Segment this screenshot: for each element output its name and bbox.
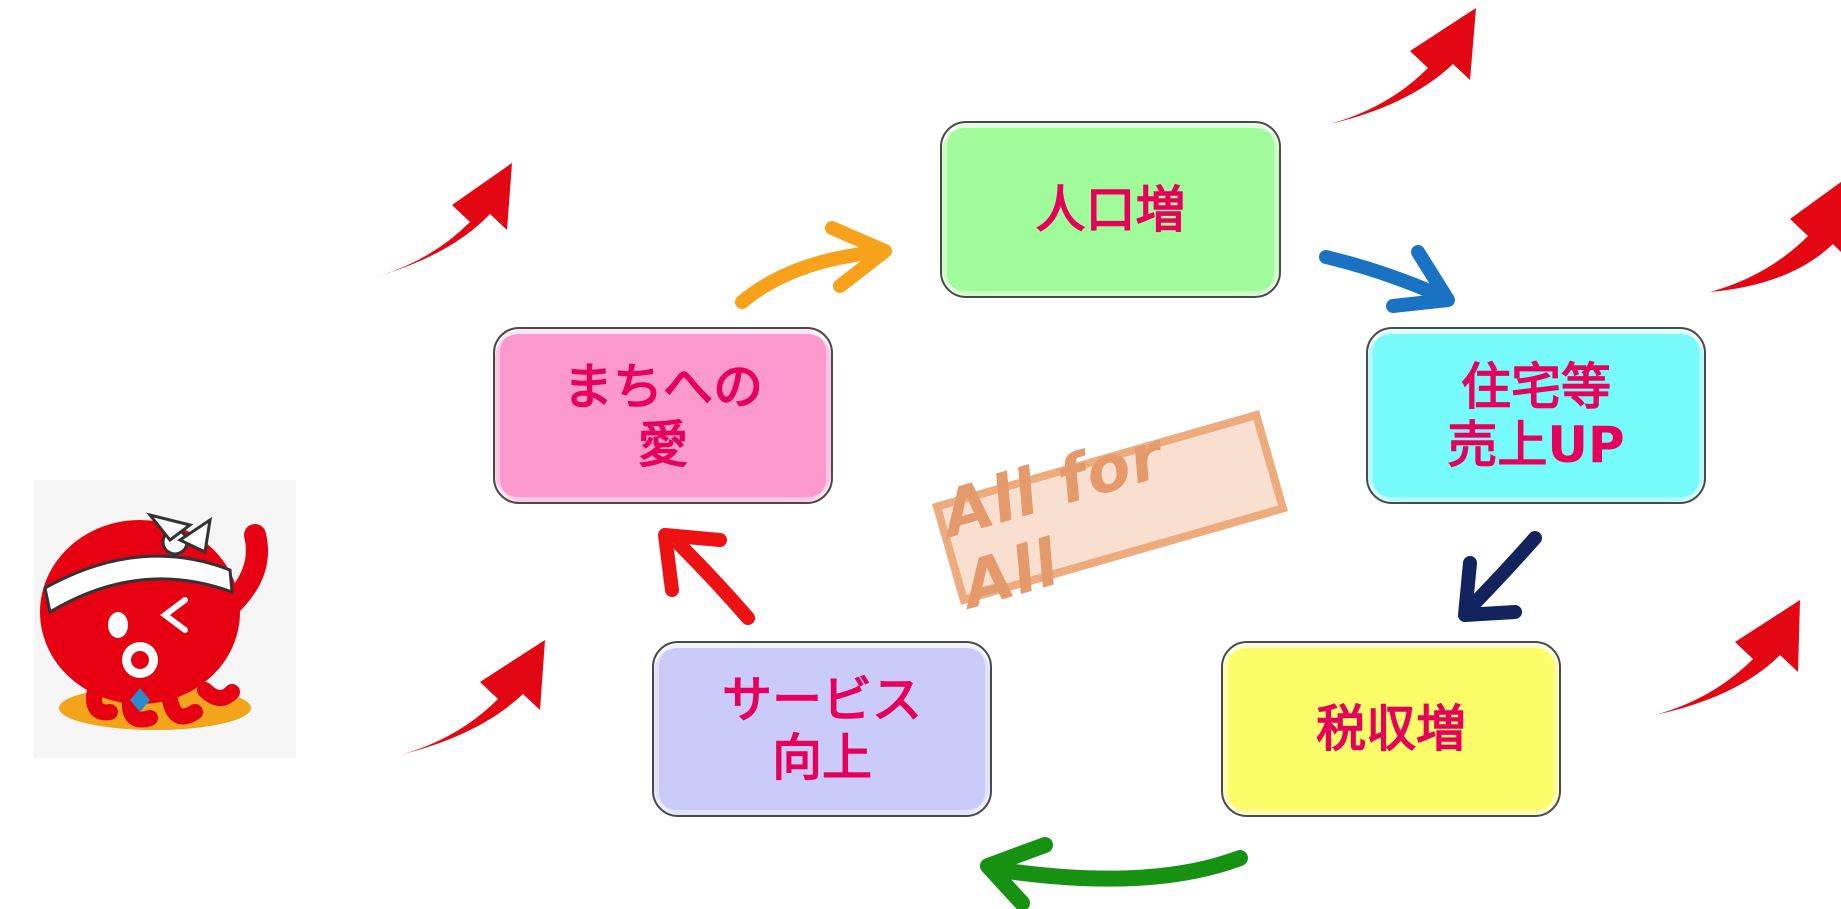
growth-arrow-icon: [1710, 182, 1841, 292]
growth-arrow-icon: [1330, 8, 1476, 124]
node-population: 人口増: [940, 121, 1281, 298]
octopus-mascot-icon: [34, 480, 296, 758]
arrow-service-to-love-head: [658, 528, 727, 597]
arrow-housing-to-tax: [1463, 531, 1542, 615]
growth-arrow-icon: [400, 640, 545, 755]
arrow-love-to-population-head: [825, 221, 892, 293]
arrow-population-to-housing: [1319, 250, 1439, 299]
arrow-tax-to-service: [992, 850, 1248, 887]
arrow-tax-to-service-head: [980, 837, 1053, 909]
node-tax-revenue: 税収増: [1221, 641, 1561, 817]
growth-arrows: [372, 8, 1841, 755]
arrow-love-to-population: [735, 246, 877, 309]
node-love-for-town: まちへの 愛: [493, 327, 833, 504]
cycle-arrows: [658, 221, 1542, 909]
growth-arrow-icon: [1655, 600, 1800, 715]
node-housing-sales: 住宅等 売上UP: [1366, 327, 1706, 504]
node-service-improvement: サービス 向上: [652, 641, 992, 817]
growth-arrow-icon: [372, 163, 512, 278]
arrow-service-to-love: [673, 538, 755, 625]
arrow-housing-to-tax-head: [1458, 556, 1522, 622]
arrow-population-to-housing-head: [1386, 245, 1455, 313]
